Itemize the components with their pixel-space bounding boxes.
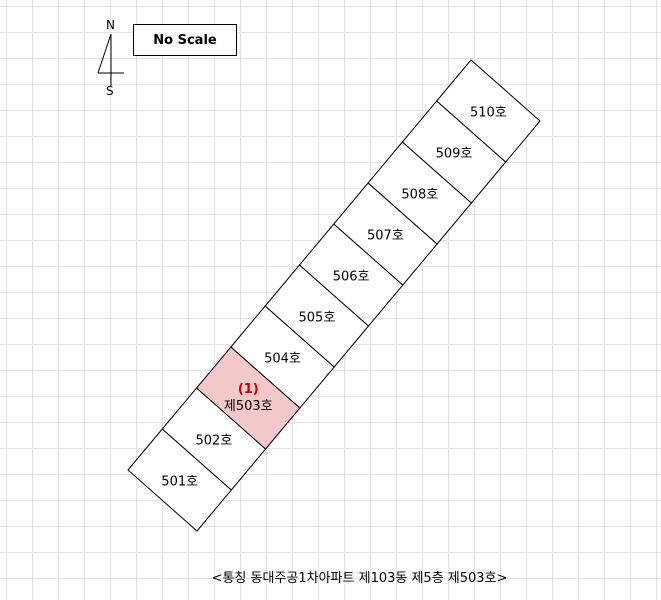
scale-box: No Scale bbox=[133, 24, 237, 56]
south-letter: S bbox=[106, 84, 114, 98]
unit-name: 502호 bbox=[195, 433, 233, 449]
unit-label: 508호 bbox=[401, 184, 438, 203]
unit-name: 501호 bbox=[161, 474, 199, 490]
unit-label: 504호 bbox=[264, 348, 301, 367]
unit-label: 510호 bbox=[470, 102, 507, 121]
north-letter: N bbox=[106, 18, 115, 32]
unit-name: 506호 bbox=[332, 269, 370, 285]
north-arrow: N S bbox=[92, 18, 128, 102]
unit-name: 505호 bbox=[298, 310, 336, 326]
scale-label: No Scale bbox=[153, 32, 217, 48]
unit-name: 508호 bbox=[401, 187, 439, 203]
unit-label: 506호 bbox=[333, 266, 370, 285]
unit-label-selected: (1) 제503호 bbox=[224, 381, 273, 415]
units-group bbox=[127, 59, 541, 532]
unit-cell bbox=[436, 59, 541, 163]
unit-label: 509호 bbox=[436, 143, 473, 162]
compass-arrow-icon bbox=[97, 33, 124, 86]
plan-caption: <통칭 동대주공1차아파트 제103동 제5층 제503호> bbox=[211, 571, 508, 586]
unit-name: 504호 bbox=[264, 351, 301, 367]
unit-number: (1) bbox=[237, 382, 259, 397]
unit-label: 505호 bbox=[299, 307, 336, 326]
unit-name: 제503호 bbox=[223, 399, 273, 414]
unit-label: 507호 bbox=[367, 225, 404, 244]
unit-label: 502호 bbox=[196, 430, 233, 449]
unit-label: 501호 bbox=[161, 471, 198, 490]
unit-name: 507호 bbox=[367, 228, 404, 244]
unit-name: 509호 bbox=[435, 146, 473, 162]
unit-name: 510호 bbox=[470, 105, 507, 121]
